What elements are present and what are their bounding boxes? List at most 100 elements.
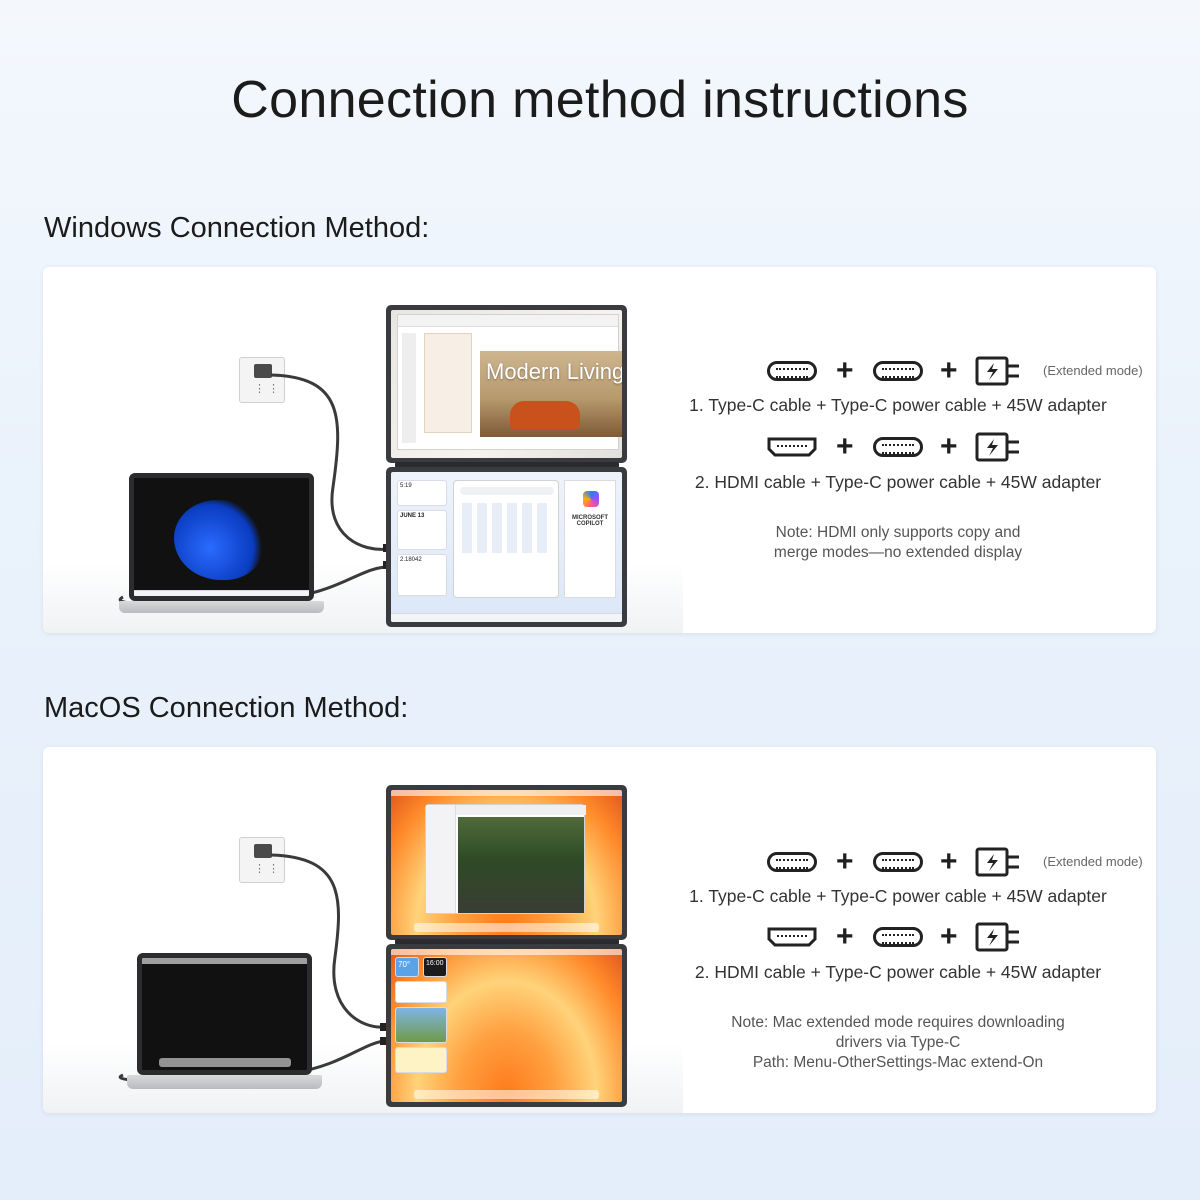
browser-toolbar <box>456 805 586 815</box>
mac-menu-bar <box>391 949 622 955</box>
mac-menu-bar <box>391 790 622 796</box>
copilot-panel: MICROSOFT COPILOT <box>564 480 616 598</box>
windows-bloom-wallpaper <box>174 500 264 580</box>
upper-monitor-display <box>391 790 622 935</box>
start-menu <box>453 480 559 598</box>
type-c-connector-icon <box>873 852 923 872</box>
stocks-widget: 2.18042 <box>397 554 447 596</box>
start-search-bar <box>460 487 554 495</box>
plug-icon <box>254 844 272 858</box>
widgets-panel: 5:19 JUNE 13 2.18042 <box>397 480 447 598</box>
lower-monitor-taskbar <box>391 613 622 622</box>
macbook-laptop <box>127 953 322 1098</box>
laptop-screen <box>137 953 312 1075</box>
plug-icon <box>254 364 272 378</box>
macos-hdmi-icon-row: + + <box>767 920 1067 953</box>
windows-step-2: 2. HDMI cable + Type-C power cable + 45W… <box>694 472 1102 492</box>
browser-window <box>425 804 586 914</box>
outlet-holes: ⋮ ⋮ <box>254 383 280 395</box>
windows-illustration: ⋮ ⋮ Modern Li <box>43 267 683 633</box>
widget-temperature: 70° <box>398 960 411 969</box>
laptop-base <box>127 1075 322 1089</box>
calendar-widget: JUNE 13 <box>397 510 447 550</box>
copilot-logo-icon <box>583 491 599 507</box>
plus-icon: + <box>836 354 854 387</box>
windows-connection-card: ⋮ ⋮ Modern Li <box>43 267 1156 633</box>
monitor-hinge <box>395 462 619 468</box>
slide-title: Modern Living <box>486 359 622 384</box>
plus-icon: + <box>940 430 958 463</box>
pinned-apps-grid <box>462 503 552 553</box>
macos-extended-icon-row: + + (Extended mode) <box>767 845 1156 878</box>
windows-note: Note: HDMI only supports copy and merge … <box>683 523 1113 563</box>
sofa-graphic <box>510 401 580 429</box>
type-c-connector-icon <box>873 437 923 457</box>
lower-monitor-display: 5:19 JUNE 13 2.18042 MICROSOFT COPILOT <box>391 472 622 622</box>
laptop-base <box>119 601 324 613</box>
type-c-connector-icon <box>767 852 817 872</box>
type-c-connector-icon <box>873 927 923 947</box>
plus-icon: + <box>940 920 958 953</box>
windows-step-1: 1. Type-C cable + Type-C power cable + 4… <box>689 395 1107 415</box>
macos-step-2: 2. HDMI cable + Type-C power cable + 45W… <box>694 962 1102 982</box>
windows-hdmi-icon-row: + + <box>767 430 1067 463</box>
windows-extended-icon-row: + + (Extended mode) <box>767 354 1156 387</box>
mac-dock <box>414 923 599 932</box>
plus-icon: + <box>836 430 854 463</box>
hdmi-connector-icon <box>767 927 817 947</box>
widget-time: 5:19 <box>400 483 412 489</box>
lower-monitor: 5:19 JUNE 13 2.18042 MICROSOFT COPILOT <box>386 467 627 627</box>
slide-thumbnails <box>402 333 416 443</box>
windows-note-line-2: merge modes—no extended display <box>773 544 1023 561</box>
macos-note-line-3: Path: Menu-OtherSettings-Mac extend-On <box>752 1054 1044 1071</box>
type-c-connector-icon <box>873 361 923 381</box>
windows-note-line-1: Note: HDMI only supports copy and <box>775 524 1021 541</box>
lower-monitor: 70° 16:00 <box>386 944 627 1107</box>
weather-widget: 70° <box>395 957 419 977</box>
power-adapter-icon <box>975 922 1019 952</box>
macos-section-heading: MacOS Connection Method: <box>44 692 409 724</box>
calendar-widget <box>395 981 447 1003</box>
extended-mode-label: (Extended mode) <box>1043 854 1143 869</box>
copilot-label: MICROSOFT COPILOT <box>572 515 608 527</box>
notes-widget <box>395 1047 447 1073</box>
plus-icon: + <box>836 920 854 953</box>
type-c-connector-icon <box>767 361 817 381</box>
plus-icon: + <box>836 845 854 878</box>
browser-sidebar <box>426 805 456 913</box>
presentation-ribbon <box>398 315 618 327</box>
extended-mode-label: (Extended mode) <box>1043 363 1143 378</box>
page-title: Connection method instructions <box>231 71 969 129</box>
windows-laptop <box>119 473 324 618</box>
hdmi-connector-icon <box>767 437 817 457</box>
power-adapter-icon <box>975 432 1019 462</box>
weather-widget: 5:19 <box>397 480 447 506</box>
macos-note-line-2: drivers via Type-C <box>835 1034 961 1051</box>
lower-monitor-display: 70° 16:00 <box>391 949 622 1102</box>
clock-widget: 16:00 <box>423 957 447 977</box>
windows-section-heading: Windows Connection Method: <box>44 212 430 244</box>
mac-menu-bar <box>142 958 307 964</box>
photo-widget <box>395 1007 447 1043</box>
laptop-screen <box>129 473 314 601</box>
upper-monitor <box>386 785 627 940</box>
power-adapter-icon <box>975 847 1019 877</box>
macos-step-1: 1. Type-C cable + Type-C power cable + 4… <box>689 886 1107 906</box>
browser-content <box>458 817 584 913</box>
slide-panel <box>424 333 472 433</box>
macos-connection-card: ⋮ ⋮ <box>43 747 1156 1113</box>
presentation-window: Modern Living <box>397 314 622 450</box>
upper-monitor: Modern Living <box>386 305 627 463</box>
widget-clock: 16:00 <box>426 960 444 967</box>
monitor-hinge <box>395 939 619 945</box>
macos-illustration: ⋮ ⋮ <box>43 747 683 1113</box>
power-adapter-icon <box>975 356 1019 386</box>
plus-icon: + <box>940 845 958 878</box>
slide-image: Modern Living <box>480 351 622 437</box>
outlet-holes: ⋮ ⋮ <box>254 863 280 875</box>
wall-outlet-icon: ⋮ ⋮ <box>239 837 285 883</box>
wall-outlet-icon: ⋮ ⋮ <box>239 357 285 403</box>
plus-icon: + <box>940 354 958 387</box>
upper-monitor-display: Modern Living <box>391 310 622 458</box>
macos-note-line-1: Note: Mac extended mode requires downloa… <box>731 1014 1065 1031</box>
